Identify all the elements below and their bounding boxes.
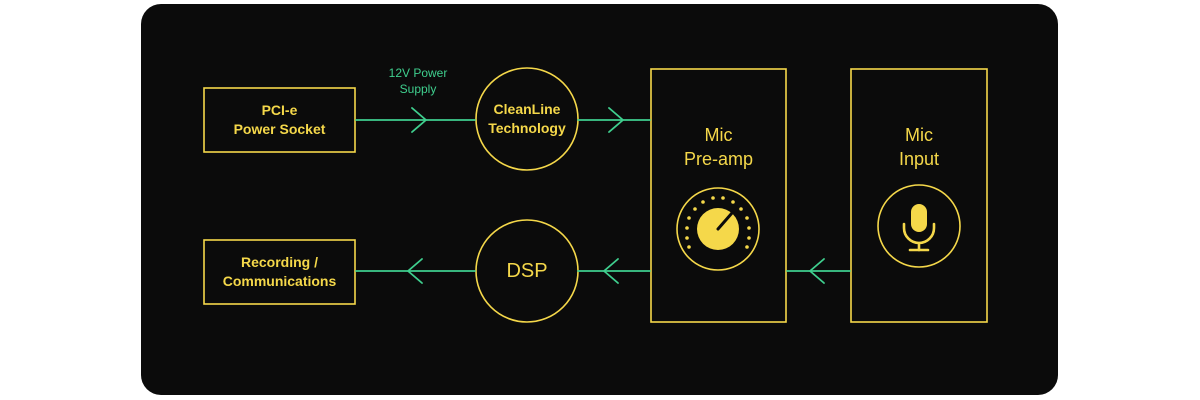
micinput-label: Mic Input xyxy=(898,124,940,169)
cleanline-to-preamp-connector xyxy=(577,107,651,133)
power-connector xyxy=(355,107,476,133)
micinput-box xyxy=(850,68,988,323)
preamp-label: Mic Pre-amp xyxy=(683,124,754,169)
recording-box xyxy=(203,239,356,305)
cleanline-circle xyxy=(475,67,579,171)
dsp-label: DSP xyxy=(506,259,548,282)
micinput-to-preamp-connector xyxy=(786,258,851,284)
dsp-to-recording-connector xyxy=(355,258,476,284)
knob-icon xyxy=(676,187,760,271)
recording-label: Recording / Communications xyxy=(222,254,337,289)
microphone-icon xyxy=(877,184,961,268)
preamp-to-dsp-connector xyxy=(577,258,651,284)
pcie-label: PCI-e Power Socket xyxy=(233,102,326,137)
preamp-box xyxy=(650,68,787,323)
cleanline-label: CleanLine Technology xyxy=(488,101,566,136)
pcie-box xyxy=(203,87,356,153)
power-supply-label: 12V Power Supply xyxy=(388,66,448,96)
